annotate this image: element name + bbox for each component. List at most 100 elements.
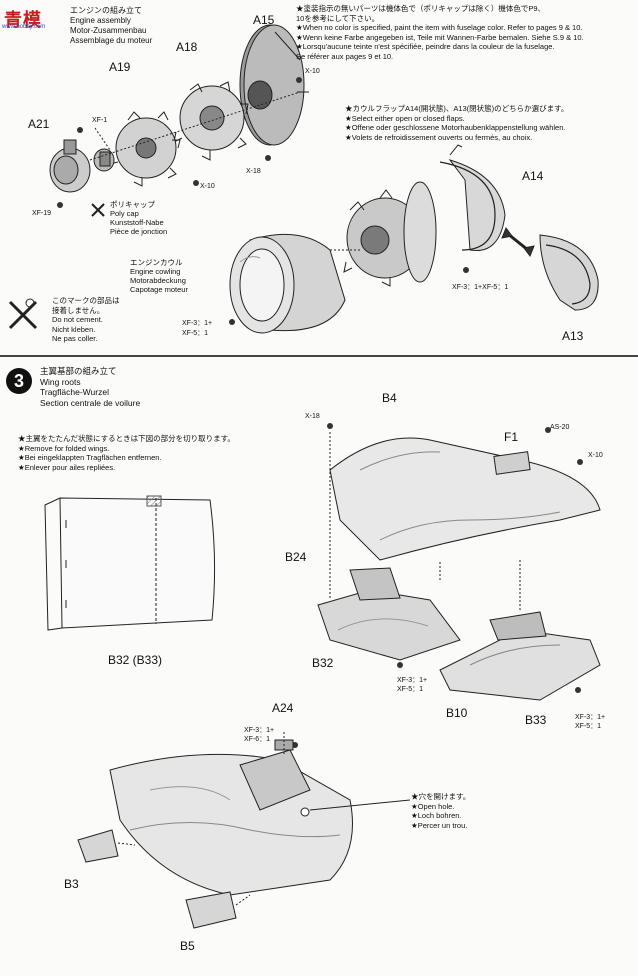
engine-assembly-title: エンジンの組み立て Engine assembly Motor-Zusammen… xyxy=(70,6,152,46)
no-cement-line: Ne pas coller. xyxy=(52,334,98,343)
flap-note-line: ★カウルフラップA14(開状態)、A13(閉状態)のどちらか選びます。 xyxy=(345,104,569,113)
no-cement-line: Do not cement. xyxy=(52,315,103,324)
no-cement-line: 接着しません。 xyxy=(52,305,105,315)
open-hole-line: ★Open hole. xyxy=(411,801,455,811)
cowling-line: Capotage moteur xyxy=(130,285,188,294)
cowling-line: Motorabdeckung xyxy=(130,276,186,285)
paint-xf3-a24-a: XF-3：1+ xyxy=(244,727,275,734)
title-en: Engine assembly xyxy=(70,16,131,25)
part-a14-drawing xyxy=(439,144,506,252)
part-b5-drawing xyxy=(185,891,251,929)
engine-cowling-drawing xyxy=(229,233,346,334)
no-cement-line: Nicht kleben. xyxy=(52,324,96,334)
fold-note-line: ★Enlever pour ailes repliées. xyxy=(18,462,116,472)
title-en: Wing roots xyxy=(40,376,81,387)
assembled-engine-drawing xyxy=(330,181,437,287)
paint-xf1: XF-1 xyxy=(92,117,108,124)
paint-note: ★塗装指示の無いパーツは機体色で（ポリキャップは除く）機体色でP9、 10を参考… xyxy=(296,4,584,61)
paint-note-line: ★Wenn keine Farbe angegeben ist, Teile m… xyxy=(296,32,584,42)
part-b3-drawing xyxy=(77,829,136,863)
fold-note-line: ★Bei eingeklappten Tragflächen entfernen… xyxy=(18,453,162,462)
label-b32-b33: B32 (B33) xyxy=(108,653,163,667)
polycap-line: ポリキャップ xyxy=(110,200,155,209)
do-not-cement-icon xyxy=(8,298,38,330)
paint-note-line: Se référer aux pages 9 et 10. xyxy=(296,51,394,61)
open-hole-mark-icon xyxy=(300,807,310,817)
title-fr: Section centrale de voilure xyxy=(40,397,141,408)
fold-note-line: ★Remove for folded wings. xyxy=(18,443,110,453)
part-b10-b33-drawing xyxy=(439,560,601,701)
paint-xf3-right-a: XF-3：1+ xyxy=(575,714,606,721)
open-hole-line: ★穴を開けます。 xyxy=(411,792,471,801)
polycap-line: Kunststoff-Nabe xyxy=(110,218,164,227)
part-b32-cut-diagram xyxy=(44,495,216,631)
paint-note-line: ★Lorsqu'aucune teinte n'est spécifiée, p… xyxy=(296,42,555,51)
paint-xf3-left-b: XF-5：1 xyxy=(397,686,424,693)
engine-cowling-label: エンジンカウル Engine cowling Motorabdeckung Ca… xyxy=(130,258,188,294)
paint-x18-wing: X-18 xyxy=(305,413,320,420)
flap-swap-arrow-icon xyxy=(501,226,535,258)
open-hole-line: ★Percer un trou. xyxy=(411,820,468,830)
paint-xf3-a24-b: XF-6：1 xyxy=(244,736,271,743)
polycap-line: Poly cap xyxy=(110,209,139,218)
no-cement-line: このマークの部品は xyxy=(52,296,120,305)
title-jp: 主翼基部の組み立て xyxy=(40,366,117,376)
paint-as20: AS-20 xyxy=(550,424,570,431)
no-cement-note: このマークの部品は 接着しません。 Do not cement. Nicht k… xyxy=(52,296,120,344)
cowling-line: エンジンカウル xyxy=(130,258,183,267)
label-b10: B10 xyxy=(446,706,468,720)
label-b33: B33 xyxy=(525,713,547,727)
watermark-logo: 青模 www.hobby.com xyxy=(0,4,66,34)
paint-x10-mid: X-10 xyxy=(200,183,215,190)
section-divider xyxy=(0,355,638,357)
part-b24-b32-drawing xyxy=(317,567,461,661)
paint-note-line: ★塗装指示の無いパーツは機体色で（ポリキャップは除く）機体色でP9、 xyxy=(296,4,546,13)
polycap-line: Pièce de jonction xyxy=(110,227,168,236)
title-jp: エンジンの組み立て xyxy=(70,6,142,15)
paint-xf3-cowl-b: XF-5：1 xyxy=(182,330,209,337)
label-b3: B3 xyxy=(64,877,79,891)
paint-note-line: 10を参考にして下さい。 xyxy=(296,13,380,23)
part-a21-drawing xyxy=(49,139,115,193)
open-hole-note: ★穴を開けます。 ★Open hole. ★Loch bohren. ★Perc… xyxy=(411,792,470,830)
open-hole-line: ★Loch bohren. xyxy=(411,811,462,820)
label-a18: A18 xyxy=(176,40,198,54)
step-number-badge: 3 xyxy=(6,368,32,394)
paint-xf3-right-b: XF-5：1 xyxy=(575,723,602,730)
fold-wing-note: ★主翼をたたんだ状態にするときは下図の部分を切り取ります。 ★Remove fo… xyxy=(18,434,235,472)
label-b5: B5 xyxy=(180,939,195,953)
part-a13-drawing xyxy=(539,234,599,311)
part-a19-drawing xyxy=(109,111,181,187)
paint-x10-wing: X-10 xyxy=(588,452,603,459)
paint-xf19: XF-19 xyxy=(32,210,52,217)
wing-roots-title: 主翼基部の組み立て Wing roots Tragfläche-Wurzel S… xyxy=(40,366,140,408)
paint-xf3-cowl-a: XF-3：1+ xyxy=(182,320,213,327)
label-b24: B24 xyxy=(285,550,307,564)
flap-note: ★カウルフラップA14(開状態)、A13(閉状態)のどちらか選びます。 ★Sel… xyxy=(345,104,568,142)
title-de: Motor-Zusammenbau xyxy=(70,26,147,35)
wing-root-assembly-drawing xyxy=(109,732,411,896)
paint-x10-top: X-10 xyxy=(305,68,320,75)
part-a18-drawing xyxy=(173,81,249,161)
label-b4: B4 xyxy=(382,391,397,405)
label-a15: A15 xyxy=(253,13,275,27)
poly-cap-label: ポリキャップ Poly cap Kunststoff-Nabe Pièce de… xyxy=(110,200,167,236)
cowling-line: Engine cowling xyxy=(130,267,181,276)
label-a21: A21 xyxy=(28,117,50,131)
label-f1: F1 xyxy=(504,430,519,444)
flap-note-line: ★Offene oder geschlossene Motorhaubenkla… xyxy=(345,123,566,132)
paint-xf3-xf5-right: XF-3：1+XF-5：1 xyxy=(452,284,509,291)
title-fr: Assemblage du moteur xyxy=(70,36,153,45)
label-a24: A24 xyxy=(272,701,294,715)
paint-xf3-left-a: XF-3：1+ xyxy=(397,677,428,684)
paint-note-line: ★When no color is specified, paint the i… xyxy=(296,23,583,32)
paint-x18: X-18 xyxy=(246,168,261,175)
label-a14: A14 xyxy=(522,169,544,183)
flap-note-line: ★Select either open or closed flaps. xyxy=(345,113,465,123)
watermark-site: www.hobby.com xyxy=(2,24,46,30)
poly-cap-mark-icon xyxy=(91,203,105,217)
label-b32: B32 xyxy=(312,656,334,670)
title-de: Tragfläche-Wurzel xyxy=(40,387,109,397)
